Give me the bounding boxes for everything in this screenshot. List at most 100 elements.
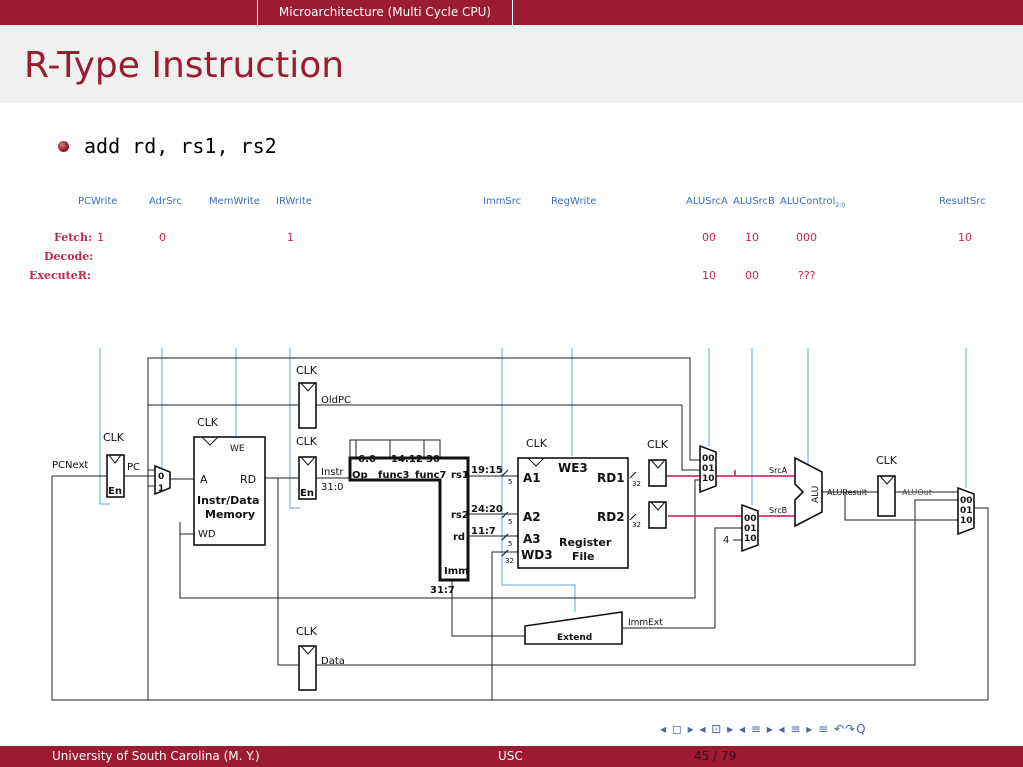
fetch-alusrca: 00 xyxy=(702,231,716,244)
fetch-irwrite: 1 xyxy=(287,231,294,244)
resultmux-01: 01 xyxy=(960,506,973,516)
field-rs2: rs2 xyxy=(451,510,469,521)
rf-a1-label: A1 xyxy=(523,471,541,485)
mem-wd-label: WD xyxy=(198,529,216,540)
bits-24-20: 24:20 xyxy=(471,504,503,515)
adrmux-1: 1 xyxy=(158,484,164,494)
mem-a-label: A xyxy=(200,473,208,486)
bullet-text: add rd, rs1, rs2 xyxy=(84,134,277,158)
rf-rd1-label: RD1 xyxy=(597,471,625,485)
srcamux-00: 00 xyxy=(702,454,715,464)
oldpc-register xyxy=(298,382,317,429)
mem-rd-label: RD xyxy=(240,473,256,486)
srca-mux xyxy=(699,444,717,494)
bits-11-7: 11:7 xyxy=(471,526,496,537)
bits-19-15: 19:15 xyxy=(471,465,503,476)
data-label: Data xyxy=(321,656,345,667)
field-imm: Imm xyxy=(444,566,469,577)
signal-alucontrol: ALUControl2:0 xyxy=(780,196,845,209)
signal-immsrc: ImmSrc xyxy=(483,196,522,207)
rf-a3-label: A3 xyxy=(523,532,541,546)
signal-alusrcb: ALUSrcB xyxy=(733,196,775,207)
aluout-label: ALUOut xyxy=(902,488,932,497)
fetch-alusrcb: 10 xyxy=(745,231,759,244)
state-executer: ExecuteR: xyxy=(29,269,91,282)
datapath-wires xyxy=(51,357,989,701)
fetch-adrsrc: 0 xyxy=(159,231,166,244)
rf-title-2: File xyxy=(572,550,595,563)
pc-clk-label: CLK xyxy=(103,431,125,444)
ir-en-label: En xyxy=(300,488,314,499)
alu-label: ALU xyxy=(811,486,821,503)
instr-data-memory xyxy=(193,436,266,546)
footer-page-box: 45 / 79 xyxy=(682,746,1023,767)
pc-en-label: En xyxy=(108,486,122,497)
signal-alucontrol-sub: 2:0 xyxy=(835,202,846,209)
adrmux-0: 0 xyxy=(158,472,164,482)
data-clk-label: CLK xyxy=(296,625,318,638)
executer-alusrca: 10 xyxy=(702,269,716,282)
srcbmux-01: 01 xyxy=(744,524,757,534)
rf-wd3-label: WD3 xyxy=(521,548,553,562)
rf-title-1: Register xyxy=(559,536,612,549)
field-rd: rd xyxy=(453,532,465,543)
adr-mux xyxy=(154,464,171,496)
state-decode: Decode: xyxy=(44,250,94,263)
mem-we-label: WE xyxy=(230,444,245,454)
srcbmux-00: 00 xyxy=(744,514,757,524)
mem-title-1: Instr/Data xyxy=(197,494,259,507)
data-register xyxy=(298,645,317,691)
control-lines xyxy=(99,348,967,612)
beamer-navigation[interactable]: ◂ ◻ ▸ ◂ ⊡ ▸ ◂ ≡ ▸ ◂ ≡ ▸ ≡ ↶↷Q xyxy=(660,722,867,736)
width-32-a: 32 xyxy=(505,557,514,565)
signal-alucontrol-name: ALUControl xyxy=(780,196,836,207)
resultmux-10: 10 xyxy=(960,516,973,526)
signal-resultsrc: ResultSrc xyxy=(939,196,986,207)
extend-unit xyxy=(524,611,623,645)
field-op: Op xyxy=(352,470,368,481)
rd1-register xyxy=(648,459,667,487)
signal-alusrca: ALUSrcA xyxy=(686,196,728,207)
pc-register xyxy=(106,454,125,498)
irwrite-line xyxy=(289,348,300,509)
signal-pcwrite: PCWrite xyxy=(78,196,118,207)
width-5-b: 5 xyxy=(508,518,512,526)
executer-alusrcb: 00 xyxy=(745,269,759,282)
aluout-clk-label: CLK xyxy=(876,454,898,467)
fetch-resultsrc: 10 xyxy=(958,231,972,244)
mem-title-2: Memory xyxy=(205,508,255,521)
rf-rd2-label: RD2 xyxy=(597,510,625,524)
srcb-label: SrcB xyxy=(769,506,787,515)
pc-label: PC xyxy=(127,462,140,473)
state-fetch: Fetch: xyxy=(54,231,93,244)
footer-bar: University of South Carolina (M. Y.) USC… xyxy=(0,746,1023,767)
srcamux-10: 10 xyxy=(702,474,715,484)
section-title[interactable]: Microarchitecture (Multi Cycle CPU) xyxy=(257,0,513,25)
four-label: 4 xyxy=(723,535,729,546)
executer-alucontrol: ??? xyxy=(798,269,816,282)
oldpc-label: OldPC xyxy=(321,395,351,406)
rf-clk-label: CLK xyxy=(526,437,548,450)
width-32-b: 32 xyxy=(632,480,641,488)
oldpc-clk-label: CLK xyxy=(296,364,318,377)
rf-a2-label: A2 xyxy=(523,510,541,524)
fetch-pcwrite: 1 xyxy=(97,231,104,244)
signal-irwrite: IRWrite xyxy=(276,196,312,207)
aluresult-label: ALUResult xyxy=(827,488,867,497)
pcnext-label: PCNext xyxy=(52,460,88,471)
signal-regwrite: RegWrite xyxy=(551,196,597,207)
srcamux-01: 01 xyxy=(702,464,715,474)
width-5-a: 5 xyxy=(508,478,512,486)
fetch-alucontrol: 000 xyxy=(796,231,817,244)
aluout-register xyxy=(877,475,896,517)
extend-label: Extend xyxy=(557,633,592,643)
alu-block xyxy=(794,456,823,528)
pcwrite-line xyxy=(99,348,110,505)
field-14-12: 14:12 xyxy=(391,454,423,465)
instruction-fields xyxy=(348,456,470,582)
instr-range-label: 31:0 xyxy=(321,482,343,493)
rd2-register xyxy=(648,501,667,529)
rf-we3-label: WE3 xyxy=(558,461,588,475)
title-bar: R-Type Instruction xyxy=(0,25,1023,103)
